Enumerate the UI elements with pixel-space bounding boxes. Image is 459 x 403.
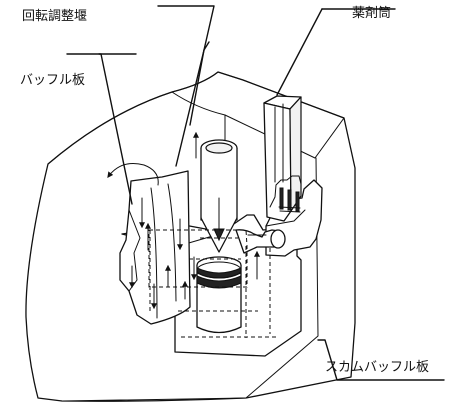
rotary-weir	[196, 139, 286, 334]
chemical-tube	[263, 95, 302, 222]
scum-baffle-plate-label: スカムバッフル板	[325, 360, 429, 375]
diagram-labels: 回転調整堰 バッフル板 薬剤筒 スカムバッフル板	[20, 5, 429, 375]
chemical-tube-label: 薬剤筒	[352, 5, 391, 21]
baffle-plate-label: バッフル板	[20, 73, 85, 88]
leader-lines	[66, 5, 445, 381]
flow-arrows	[107, 131, 260, 310]
dashed-internal-outline	[148, 229, 278, 338]
rotary-weir-label: 回転調整堰	[22, 9, 87, 24]
